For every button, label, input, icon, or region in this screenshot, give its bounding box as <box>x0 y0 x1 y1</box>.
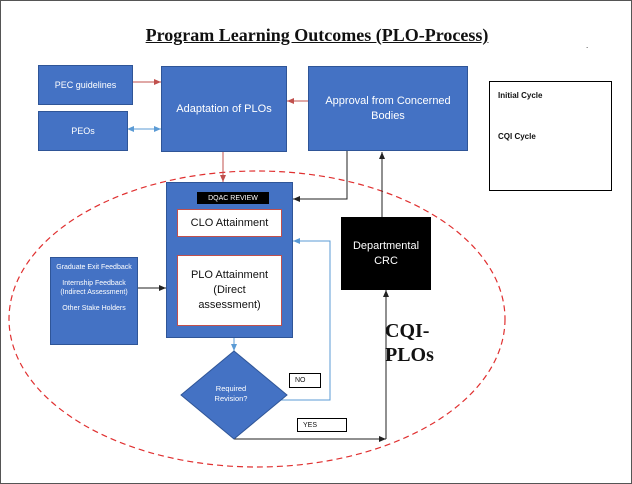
dqac-review-tag: DQAC REVIEW <box>197 192 269 204</box>
cqi-plos-label: CQI- PLOs <box>385 319 465 367</box>
diagram-title: Program Learning Outcomes (PLO-Process) <box>145 25 489 45</box>
cqi-plos-line2: PLOs <box>385 344 434 366</box>
approval-box: Approval from Concerned Bodies <box>308 66 468 151</box>
legend-cqi-cycle: CQI Cycle <box>498 132 536 141</box>
pec-guidelines-label: PEC guidelines <box>54 80 117 90</box>
cqi-cycle-ellipse <box>8 170 506 468</box>
cqi-plos-line1: CQI- <box>385 320 430 342</box>
plo-attainment-box: PLO Attainment (Direct assessment) <box>177 255 282 326</box>
stakeholder-other: Other Stake Holders <box>62 305 126 312</box>
line-no-loop <box>281 238 331 401</box>
approval-label: Approval from Concerned Bodies <box>325 94 451 122</box>
yes-label-box: YES <box>297 418 347 432</box>
legend-box: Initial Cycle CQI Cycle <box>489 81 612 191</box>
pec-guidelines-box: PEC guidelines <box>38 65 133 105</box>
stakeholder-internship: Internship Feedback (Indirect Assessment… <box>60 280 128 296</box>
legend-initial-cycle: Initial Cycle <box>498 91 543 100</box>
decision-question: Required Revision? <box>214 384 248 403</box>
peos-label: PEOs <box>71 126 95 136</box>
stakeholders-box: Graduate Exit Feedback Internship Feedba… <box>50 257 138 345</box>
departmental-crc-label: Departmental CRC <box>352 239 420 267</box>
peos-box: PEOs <box>38 111 128 151</box>
stray-dot: . <box>586 41 589 50</box>
departmental-crc-box: Departmental CRC <box>341 217 431 290</box>
adaptation-label: Adaptation of PLOs <box>176 103 272 115</box>
line-approval-to-dqac <box>293 151 348 202</box>
adaptation-box: Adaptation of PLOs <box>161 66 287 152</box>
stakeholder-graduate-exit: Graduate Exit Feedback <box>56 264 132 271</box>
plo-attainment-label: PLO Attainment (Direct assessment) <box>190 269 269 311</box>
clo-attainment-label: CLO Attainment <box>190 217 269 229</box>
clo-attainment-box: CLO Attainment <box>177 209 282 237</box>
decision-diamond <box>180 350 288 440</box>
no-label-box: NO <box>289 373 321 388</box>
